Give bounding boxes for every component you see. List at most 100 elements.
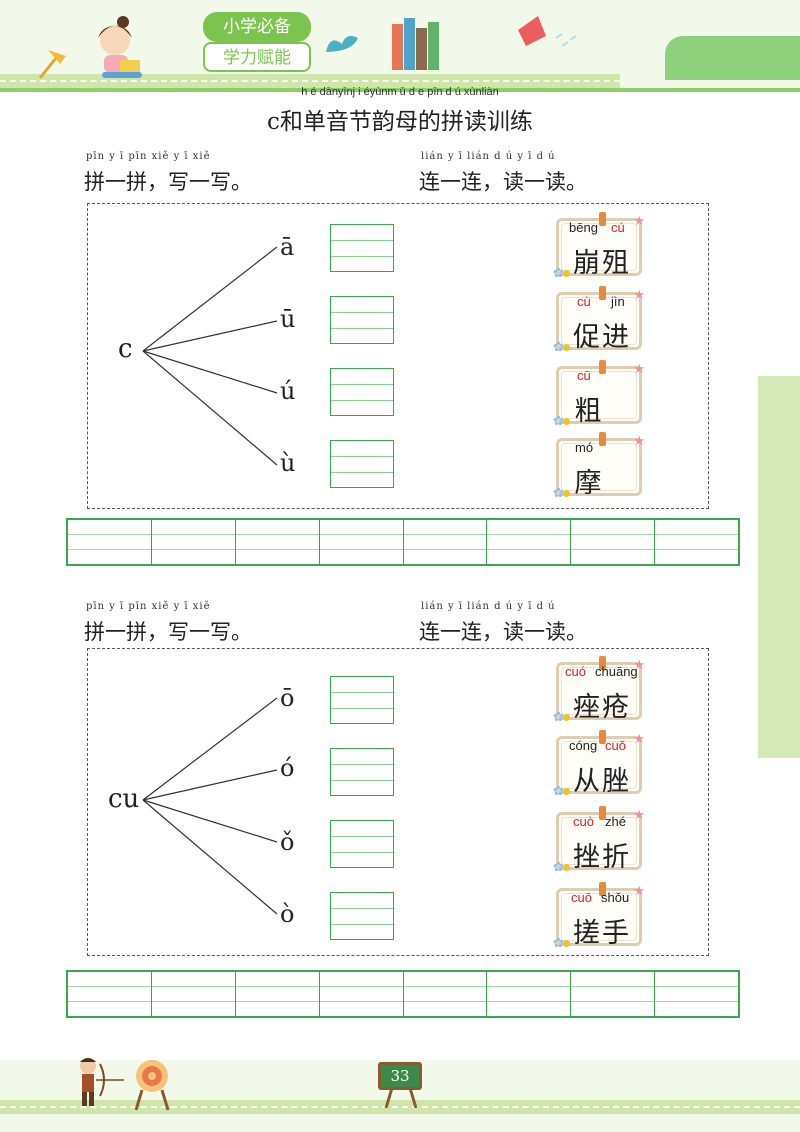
word-card[interactable]: ★ ✿ cù jìn 促进 bbox=[553, 286, 645, 354]
card-pinyin: cuò bbox=[573, 814, 594, 829]
card-hanzi: 从脞 bbox=[573, 766, 631, 797]
vowel: ǒ bbox=[280, 828, 295, 856]
pin-icon bbox=[599, 432, 606, 446]
card-hanzi: 崩殂 bbox=[573, 248, 631, 279]
card-pinyin: cuó bbox=[565, 664, 586, 679]
word-card[interactable]: ★ ✿ bēng cú 崩殂 bbox=[553, 212, 645, 280]
card-pinyin: shǒu bbox=[601, 890, 630, 905]
vowel: ó bbox=[280, 754, 295, 782]
card-pinyin: cú bbox=[611, 220, 625, 235]
pin-icon bbox=[599, 882, 606, 896]
flower-icon: ✿ bbox=[553, 860, 564, 875]
pin-icon bbox=[599, 806, 606, 820]
word-card[interactable]: ★✿ cuó chuāng 痤疮 bbox=[553, 656, 645, 724]
vowel: ò bbox=[280, 900, 295, 928]
flower-icon: ✿ bbox=[553, 486, 564, 501]
card-pinyin: cuō bbox=[571, 890, 592, 905]
vowel: ō bbox=[280, 684, 295, 712]
card-pinyin: cóng bbox=[569, 738, 598, 753]
card-hanzi: 粗 bbox=[574, 396, 604, 427]
girl-reading-illustration bbox=[38, 16, 142, 79]
flower-icon: ✿ bbox=[553, 710, 564, 725]
pin-icon bbox=[599, 656, 606, 670]
card-pinyin: bēng bbox=[569, 220, 598, 235]
flower-icon: ✿ bbox=[553, 266, 564, 281]
writing-box[interactable] bbox=[330, 892, 394, 940]
writing-grid-row[interactable] bbox=[66, 970, 740, 1018]
card-pinyin: jìn bbox=[611, 294, 625, 309]
instruction-left: 拼一拼，写一写。 bbox=[84, 620, 252, 644]
flower-icon: ✿ bbox=[553, 340, 564, 355]
writing-box[interactable] bbox=[330, 676, 394, 724]
card-pinyin: cuǒ bbox=[605, 738, 626, 753]
pin-icon bbox=[599, 212, 606, 226]
vowel: ū bbox=[280, 305, 296, 333]
vowel: ù bbox=[280, 449, 296, 477]
writing-box[interactable] bbox=[330, 820, 394, 868]
lamp-icon bbox=[48, 50, 66, 64]
word-card[interactable]: ★✿ cóng cuǒ 从脞 bbox=[553, 730, 645, 798]
star-icon: ★ bbox=[633, 288, 645, 303]
instruction-right: 连一连，读一读。 bbox=[419, 620, 587, 644]
page-title: c和单音节韵母的拼读训练 bbox=[267, 109, 533, 135]
pin-icon bbox=[599, 730, 606, 744]
writing-grid-row[interactable] bbox=[66, 518, 740, 566]
writing-box[interactable] bbox=[330, 224, 394, 272]
card-pinyin: zhé bbox=[605, 814, 626, 829]
word-card[interactable]: ★ ✿ cū 粗 bbox=[553, 360, 645, 428]
exercise-box bbox=[87, 203, 709, 509]
instruction-left-pinyin: pīn y ī pīn xiě y ī xiě bbox=[86, 601, 211, 612]
brand-badge-top: 小学必备 bbox=[203, 12, 311, 42]
title-pinyin: h é dānyīnj i éyùnm ǔ d e pīn d ú xùnlià… bbox=[301, 86, 499, 98]
word-card[interactable]: ★ ✿ mó 摩 bbox=[553, 432, 645, 500]
initial-consonant: cu bbox=[108, 784, 140, 814]
leaf-icon bbox=[326, 36, 358, 52]
writing-box[interactable] bbox=[330, 368, 394, 416]
flying-book-icon bbox=[518, 16, 577, 47]
footer-road-dash bbox=[0, 1106, 800, 1108]
flower-icon: ✿ bbox=[553, 936, 564, 951]
card-pinyin: cù bbox=[577, 294, 591, 309]
writing-box[interactable] bbox=[330, 440, 394, 488]
word-card[interactable]: ★ ✿ cuō shǒu 搓手 bbox=[553, 882, 645, 950]
archer-illustration bbox=[80, 1058, 170, 1111]
initial-consonant: c bbox=[118, 334, 133, 364]
writing-box[interactable] bbox=[330, 296, 394, 344]
header-rail bbox=[0, 88, 800, 92]
card-pinyin: cū bbox=[577, 368, 591, 383]
fan-lines bbox=[142, 697, 278, 915]
card-hanzi: 摩 bbox=[574, 468, 604, 499]
books-icon bbox=[392, 18, 439, 70]
star-icon: ★ bbox=[633, 808, 645, 823]
star-icon: ★ bbox=[633, 884, 645, 899]
star-icon: ★ bbox=[633, 434, 645, 449]
exercise-box bbox=[87, 648, 709, 956]
instruction-left-pinyin: pīn y ī pīn xiě y ī xiě bbox=[86, 151, 211, 162]
flower-icon: ✿ bbox=[553, 414, 564, 429]
instruction-right-pinyin: lián y ī lián d ú y ī d ú bbox=[421, 601, 556, 612]
header-road-dash bbox=[0, 80, 620, 82]
card-hanzi: 痤疮 bbox=[573, 692, 631, 723]
pin-icon bbox=[599, 360, 606, 374]
fan-lines bbox=[142, 246, 278, 466]
card-pinyin: chuāng bbox=[595, 664, 638, 679]
vowel: ā bbox=[280, 233, 295, 261]
corner-tab bbox=[665, 36, 800, 80]
card-pinyin: mó bbox=[575, 440, 594, 455]
star-icon: ★ bbox=[633, 214, 645, 229]
page-number-board: 33 bbox=[378, 1062, 422, 1090]
card-hanzi: 搓手 bbox=[573, 918, 631, 949]
pin-icon bbox=[599, 286, 606, 300]
instruction-left: 拼一拼，写一写。 bbox=[84, 170, 252, 194]
page-number: 33 bbox=[390, 1067, 410, 1085]
card-hanzi: 促进 bbox=[573, 322, 631, 353]
word-card[interactable]: ★ ✿ cuò zhé 挫折 bbox=[553, 806, 645, 874]
vowel: ú bbox=[280, 377, 296, 405]
writing-box[interactable] bbox=[330, 748, 394, 796]
easel-legs-icon bbox=[384, 1088, 418, 1108]
instruction-right: 连一连，读一读。 bbox=[419, 170, 587, 194]
card-hanzi: 挫折 bbox=[573, 842, 631, 873]
star-icon: ★ bbox=[633, 362, 645, 377]
brand-badge-bottom: 学力赋能 bbox=[203, 42, 311, 72]
star-icon: ★ bbox=[633, 732, 645, 747]
